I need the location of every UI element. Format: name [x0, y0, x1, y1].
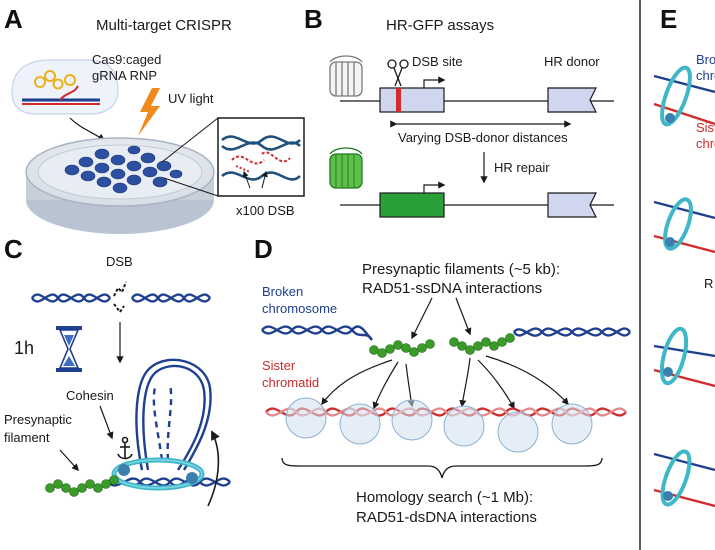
- uv-bolt-icon: [138, 88, 160, 136]
- presynaptic-filament-c: [45, 475, 119, 497]
- broken-chromosome-label-line2: chromosome: [262, 301, 337, 316]
- panel-b-title: HR-GFP assays: [386, 17, 494, 34]
- search-arrows: [321, 355, 569, 410]
- distance-label: Varying DSB-donor distances: [398, 130, 568, 145]
- presynaptic-label-line1: Presynaptic filaments (~5 kb):: [362, 261, 560, 278]
- panel-e: E Bro chro Sist chro R: [653, 4, 715, 508]
- e-unit-4: [653, 449, 715, 508]
- filament-label-line1: Presynaptic: [4, 412, 72, 427]
- petri-dish: [25, 137, 215, 234]
- rnp-label-line2: gRNA RNP: [92, 68, 157, 83]
- panel-letter-a: A: [4, 4, 23, 34]
- panel-letter-b: B: [304, 4, 323, 34]
- active-gfp-icon: [329, 147, 363, 189]
- broken-chromosome-right: [513, 327, 631, 337]
- panel-letter-d: D: [254, 234, 273, 264]
- dna-loop: [107, 358, 231, 487]
- broken-chromosome-left: [261, 325, 374, 341]
- hr-repair-label: HR repair: [494, 160, 550, 175]
- e-unit-2: [653, 197, 715, 254]
- e-broken-label-line2: chro: [696, 68, 715, 83]
- sister-chromatid-label-line1: Sister: [262, 358, 296, 373]
- e-sister-label-line2: chro: [696, 136, 715, 151]
- homology-brace: [281, 457, 603, 479]
- rnp-label-line1: Cas9:caged: [92, 52, 161, 67]
- presynaptic-filament-left: [369, 339, 435, 358]
- presynaptic-filament-right: [449, 333, 515, 355]
- reporter-gene-box: [379, 87, 445, 113]
- homology-label-line2: RAD51-dsDNA interactions: [356, 509, 537, 526]
- time-label: 1h: [14, 338, 34, 358]
- rnp-bubble: [11, 59, 119, 115]
- panel-letter-e: E: [660, 4, 677, 34]
- sister-chromatid-label-line2: chromatid: [262, 375, 319, 390]
- filament-label-line2: filament: [4, 430, 50, 445]
- search-bubbles: [285, 397, 593, 453]
- e-sister-label-line1: Sist: [696, 120, 715, 135]
- uv-label: UV light: [168, 91, 214, 106]
- panel-a: A Multi-target CRISPR Cas9:caged gRNA RN…: [4, 4, 305, 234]
- broken-chromosome-label-line1: Broken: [262, 284, 303, 299]
- cohesin-ring: [111, 457, 205, 491]
- e-unit-3: [653, 326, 715, 388]
- homology-label-line1: Homology search (~1 Mb):: [356, 489, 533, 506]
- hr-donor-label: HR donor: [544, 54, 600, 69]
- panel-letter-c: C: [4, 234, 23, 264]
- panel-c: C DSB 1h Cohesin Presynaptic filament: [4, 234, 231, 507]
- dsb-site-mark: [396, 88, 401, 112]
- panel-a-title: Multi-target CRISPR: [96, 17, 232, 34]
- dsb-count-label: x100 DSB: [236, 203, 295, 218]
- repaired-gfp-box: [379, 192, 445, 218]
- e-side-glyph: R: [704, 276, 713, 291]
- e-unit-1: [653, 65, 715, 127]
- presynaptic-label-line2: RAD51-ssDNA interactions: [362, 280, 542, 297]
- hourglass-icon: [56, 326, 82, 372]
- dsb-zoom-box: [217, 117, 305, 197]
- dsb-site-label: DSB site: [412, 54, 463, 69]
- e-broken-label-line1: Bro: [696, 52, 715, 67]
- dsb-label-c: DSB: [106, 254, 133, 269]
- broken-dna-c: [31, 281, 211, 314]
- anchor-icon: [117, 436, 133, 460]
- panel-b: B HR-GFP assays DSB site HR donor Varyin: [304, 4, 614, 218]
- panel-d: D Presynaptic filaments (~5 kb): RAD51-s…: [254, 234, 631, 526]
- hr-donor-box: [547, 87, 597, 113]
- cohesin-label: Cohesin: [66, 388, 114, 403]
- scissors-icon: [387, 59, 409, 87]
- inactive-gfp-icon: [329, 55, 363, 97]
